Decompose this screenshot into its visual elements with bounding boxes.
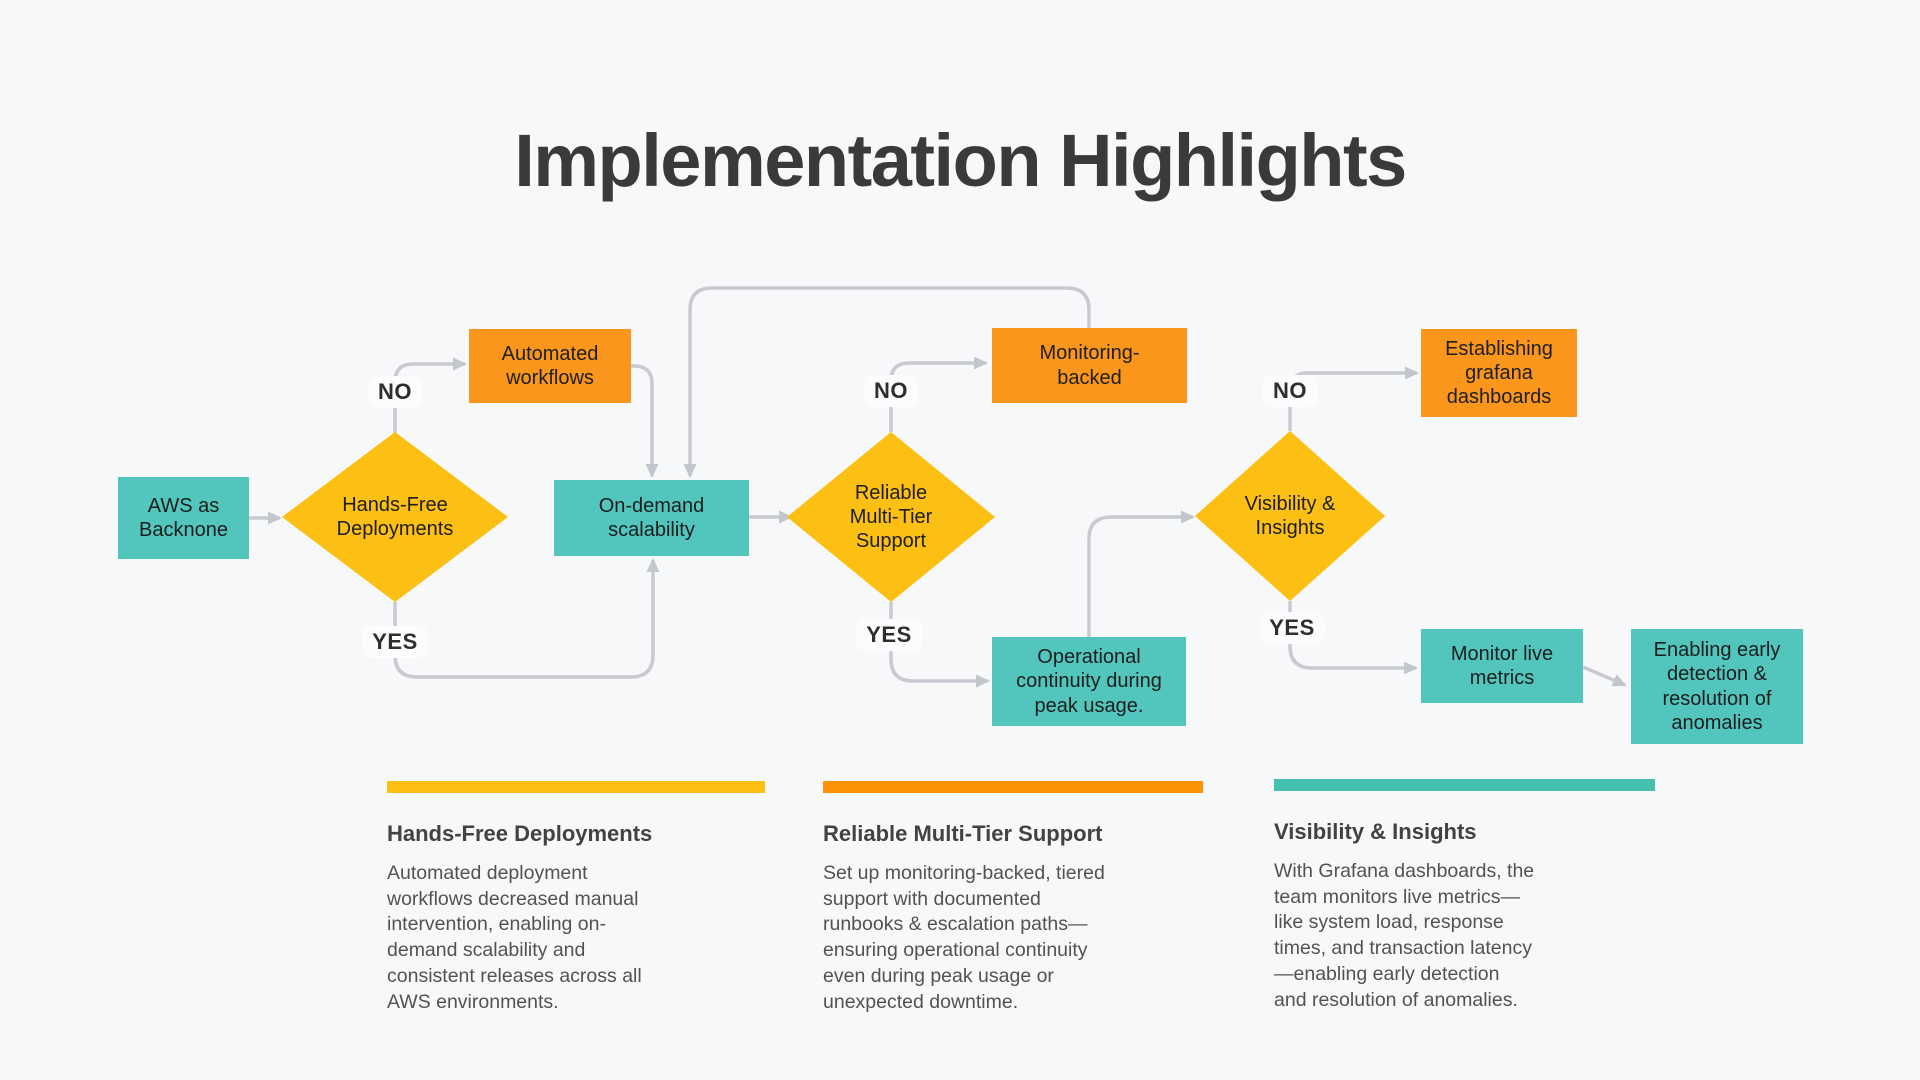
flow-node-grafana-dashboards: Establishing grafana dashboards: [1421, 329, 1577, 417]
edge-label-no-2: NO: [864, 375, 918, 407]
summary-heading: Reliable Multi-Tier Support: [823, 821, 1103, 846]
flow-node-operational-continuity: Operational continuity during peak usage…: [992, 637, 1186, 726]
edge-operational-to-visibility: [1087, 510, 1195, 637]
edge-label-yes-2: YES: [856, 619, 922, 651]
summary-column-visibility: Visibility & Insights With Grafana dashb…: [1274, 779, 1655, 1013]
accent-bar-teal: [1274, 779, 1655, 791]
edge-label-yes-3: YES: [1259, 612, 1325, 644]
accent-bar-orange: [823, 781, 1203, 793]
flow-node-monitor-live-metrics: Monitor live metrics: [1421, 629, 1583, 703]
edge-label-no-3: NO: [1263, 375, 1317, 407]
edge-monitoring-loop-to-ondemand: [683, 286, 1091, 478]
summary-column-hands-free: Hands-Free Deployments Automated deploym…: [387, 781, 767, 1015]
flow-node-automated-workflows: Automated workflows: [469, 329, 631, 403]
edge-handsfree-yes-to-ondemand: [393, 558, 660, 679]
summary-body: Set up monitoring-backed, tiered support…: [823, 862, 1105, 1013]
page-title: Implementation Highlights: [514, 119, 1407, 202]
flow-node-monitoring-backed: Monitoring- backed: [992, 328, 1187, 403]
edge-label-no-1: NO: [368, 376, 422, 408]
flow-node-on-demand-scalability: On-demand scalability: [554, 480, 749, 556]
summary-body: With Grafana dashboards, the team monito…: [1274, 860, 1535, 1011]
summary-heading: Visibility & Insights: [1274, 819, 1477, 844]
edge-visibility-yes-to-monitorlive: [1288, 601, 1418, 675]
edge-automated-to-ondemand: [631, 364, 659, 478]
summary-body: Automated deployment workflows decreased…: [387, 862, 642, 1013]
summary-column-multi-tier: Reliable Multi-Tier Support Set up monit…: [823, 781, 1203, 1015]
edge-monitorlive-to-enabling: [1582, 665, 1627, 687]
flow-node-enabling-early-detection: Enabling early detection & resolution of…: [1631, 629, 1803, 744]
summary-heading: Hands-Free Deployments: [387, 821, 653, 846]
accent-bar-yellow: [387, 781, 765, 793]
edge-multitier-yes-to-operational: [889, 602, 990, 688]
edge-label-yes-1: YES: [362, 626, 428, 658]
flow-node-aws-backbone: AWS as Backnone: [118, 477, 249, 559]
